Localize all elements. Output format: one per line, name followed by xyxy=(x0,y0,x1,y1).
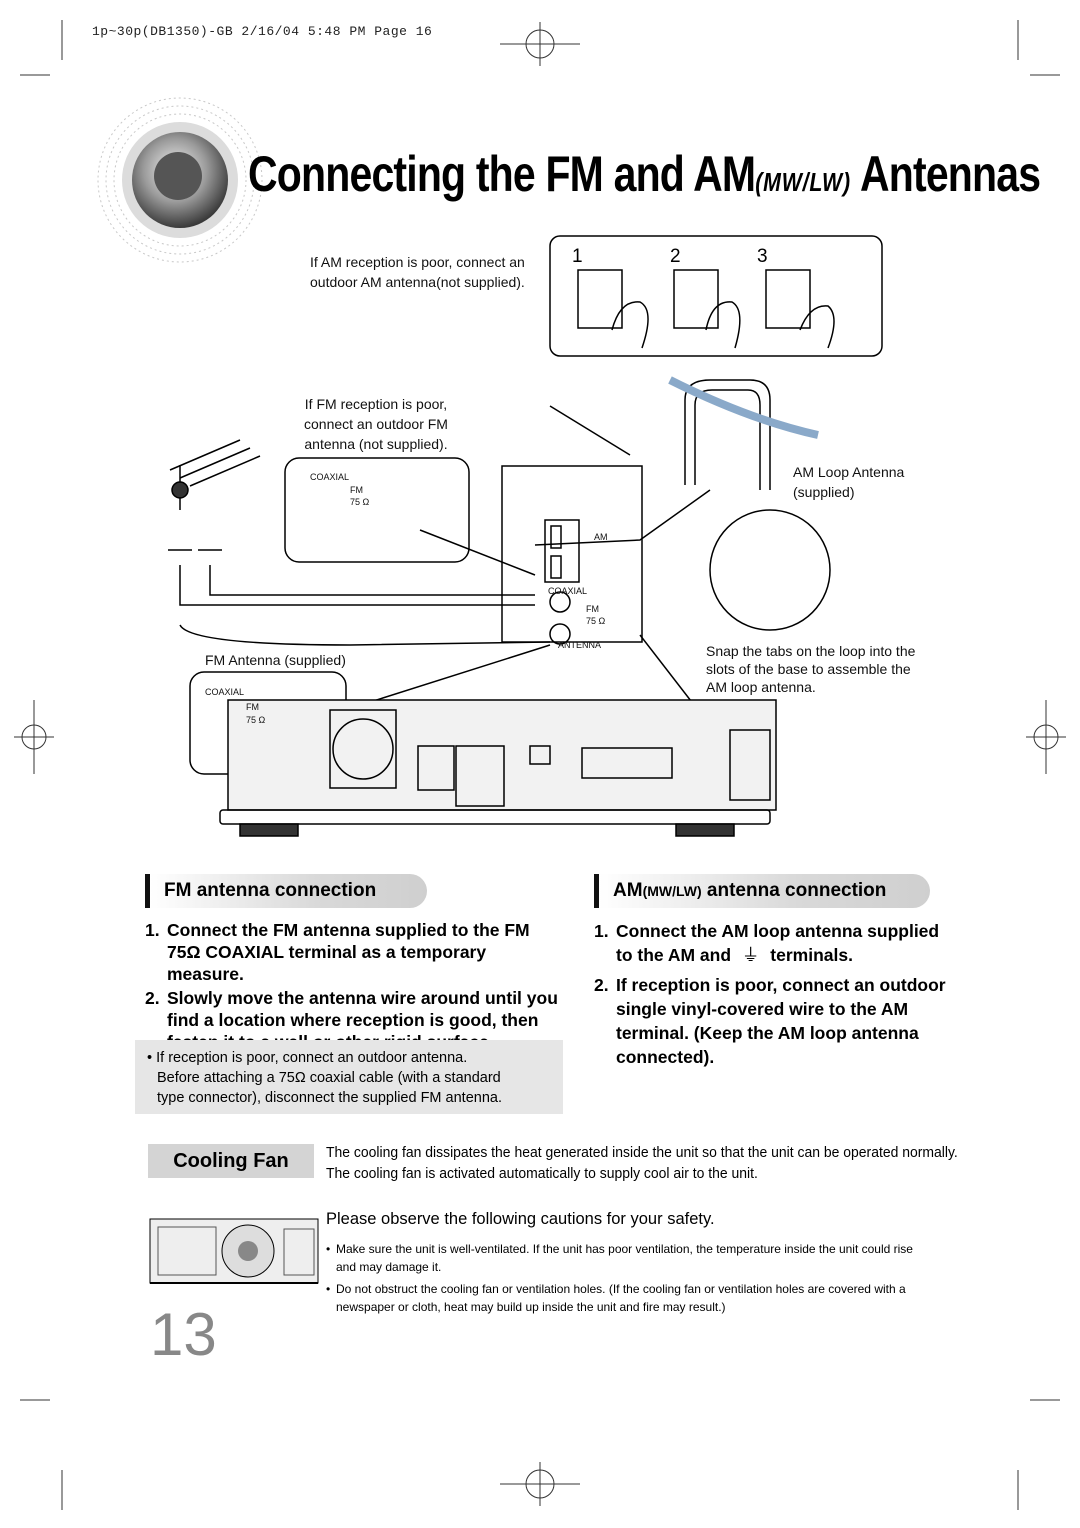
am-heading-suffix: antenna connection xyxy=(701,880,887,901)
inset-coaxial-label: COAXIAL xyxy=(310,472,349,482)
fm-note-box: • If reception is poor, connect an outdo… xyxy=(135,1040,563,1114)
fm-note-line3: type connector), disconnect the supplied… xyxy=(157,1090,502,1106)
am-step-1: 1. Connect the AM loop antenna supplied … xyxy=(594,919,960,967)
caution-bullet-2: •Do not obstruct the cooling fan or vent… xyxy=(326,1280,936,1316)
bottom-75-label: 75 Ω xyxy=(246,715,266,725)
am-step-2: 2. If reception is poor, connect an outd… xyxy=(594,973,960,1069)
caution-bullets: •Make sure the unit is well-ventilated. … xyxy=(326,1240,936,1316)
am-step-1-text-b: to the AM and xyxy=(616,945,732,965)
step-1-num: 1 xyxy=(572,246,583,267)
inset-fm-label: FM xyxy=(350,485,363,495)
speaker-graphic xyxy=(97,97,263,263)
snap-note-line3: AM loop antenna. xyxy=(706,679,816,695)
caution-bullet-1-text: Make sure the unit is well-ventilated. I… xyxy=(336,1242,913,1274)
fm-outdoor-note-line3: antenna (not supplied). xyxy=(304,436,448,452)
step-3-num: 3 xyxy=(757,246,768,267)
title-paren: (MW/LW) xyxy=(755,167,851,197)
am-heading-paren: (MW/LW) xyxy=(642,883,702,899)
am-section-heading: AM(MW/LW) antenna connection xyxy=(594,874,930,908)
fm-outdoor-note: If FM reception is poor, connect an outd… xyxy=(296,394,456,454)
am-outdoor-note-line2: outdoor AM antenna(not supplied). xyxy=(310,274,525,290)
am-outdoor-note: If AM reception is poor, connect an outd… xyxy=(310,252,525,292)
fm-outdoor-note-line1: If FM reception is poor, xyxy=(304,396,448,412)
antenna-wiring-diagram: COAXIAL FM 75 Ω COAXIAL FM 75 Ω AM ANTEN… xyxy=(168,235,883,837)
fm-note-line1: • If reception is poor, connect an outdo… xyxy=(147,1050,468,1066)
page-number: 13 xyxy=(150,1301,217,1368)
am-step-2-num: 2. xyxy=(594,975,609,995)
caution-bullet-2-text: Do not obstruct the cooling fan or venti… xyxy=(336,1282,906,1314)
am-outdoor-note-line1: If AM reception is poor, connect an xyxy=(310,254,525,270)
caution-bullet-1: •Make sure the unit is well-ventilated. … xyxy=(326,1240,936,1276)
cooling-fan-illustration xyxy=(149,1218,319,1284)
panel-antenna-label: ANTENNA xyxy=(558,640,601,650)
snap-note: Snap the tabs on the loop into the slots… xyxy=(706,642,915,696)
am-loop-label-line1: AM Loop Antenna xyxy=(793,464,905,480)
fm-section-heading: FM antenna connection xyxy=(145,874,427,908)
am-steps: 1. Connect the AM loop antenna supplied … xyxy=(594,919,960,1071)
panel-coaxial-label: COAXIAL xyxy=(548,586,587,596)
bottom-fm-label: FM xyxy=(246,702,259,712)
snap-note-line2: slots of the base to assemble the xyxy=(706,661,911,677)
fm-steps: 1. Connect the FM antenna supplied to th… xyxy=(145,919,565,1055)
panel-am-label: AM xyxy=(594,532,608,542)
cooling-fan-heading: Cooling Fan xyxy=(148,1144,314,1178)
caution-title: Please observe the following cautions fo… xyxy=(326,1210,715,1228)
fm-step-2-num: 2. xyxy=(145,988,160,1008)
ground-icon: ⏚ xyxy=(741,945,760,965)
fm-step-1-text: Connect the FM antenna supplied to the F… xyxy=(167,920,530,984)
am-step-2-text: If reception is poor, connect an outdoor… xyxy=(616,975,946,1067)
bottom-coaxial-label: COAXIAL xyxy=(205,687,244,697)
step-2-num: 2 xyxy=(670,246,681,267)
am-step-1-text-c: terminals. xyxy=(770,945,853,965)
fm-outdoor-note-line2: connect an outdoor FM xyxy=(304,416,448,432)
snap-note-line1: Snap the tabs on the loop into the xyxy=(706,643,916,659)
panel-fm-label: FM xyxy=(586,604,599,614)
am-loop-label: AM Loop Antenna (supplied) xyxy=(793,462,904,502)
am-step-1-num: 1. xyxy=(594,921,609,941)
fm-note-line2: Before attaching a 75Ω coaxial cable (wi… xyxy=(157,1070,501,1086)
inset-75-label: 75 Ω xyxy=(350,497,370,507)
fm-step-1-num: 1. xyxy=(145,920,160,940)
panel-75-label: 75 Ω xyxy=(586,616,606,626)
title-end: Antennas xyxy=(859,146,1041,202)
title-main: Connecting the FM and AM xyxy=(248,146,756,202)
page-title: Connecting the FM and AM(MW/LW) Antennas xyxy=(248,145,1041,203)
print-header: 1p~30p(DB1350)-GB 2/16/04 5:48 PM Page 1… xyxy=(92,24,433,39)
am-heading-prefix: AM xyxy=(613,880,643,901)
fm-step-1: 1. Connect the FM antenna supplied to th… xyxy=(145,919,565,985)
cooling-intro: The cooling fan dissipates the heat gene… xyxy=(326,1144,958,1182)
am-step-1-line1: Connect the AM loop antenna supplied xyxy=(616,921,940,941)
am-step-1-line2: to the AM and ⏚ terminals. xyxy=(616,943,960,967)
fm-antenna-label: FM Antenna (supplied) xyxy=(205,652,346,668)
am-loop-label-line2: (supplied) xyxy=(793,484,855,500)
